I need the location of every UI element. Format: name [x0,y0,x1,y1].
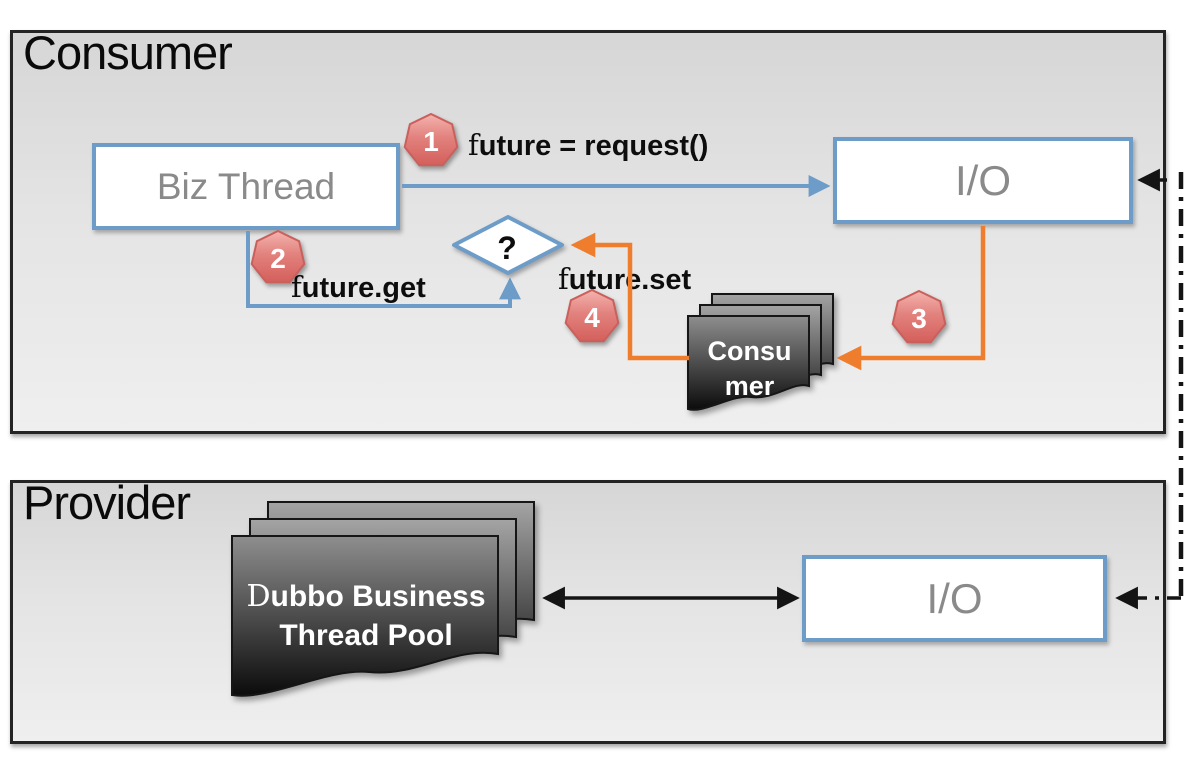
consumer-io-box: I/O [833,137,1133,224]
step2-label: future.get [291,270,426,304]
provider-io-label: I/O [926,574,983,622]
provider-thread-stack [231,501,535,697]
consumer-section-title: Consumer [23,26,233,79]
consumer-thread-stack [687,293,834,411]
stack-layer-front [231,535,499,697]
provider-stack-label: Dubbo Business Thread Pool [232,577,500,655]
provider-section-title: Provider [23,476,191,529]
provider-stack-line2: Thread Pool [279,619,453,652]
provider-io-box: I/O [802,555,1107,642]
consumer-stack-line2: mer [724,371,775,401]
consumer-stack-line1: Consu [707,336,792,366]
provider-stack-line1: Dubbo Business [246,579,486,614]
step1-label: future = request() [468,128,709,162]
biz-thread-label: Biz Thread [156,165,336,207]
consumer-io-label: I/O [954,156,1011,204]
biz-thread-box: Biz Thread [92,143,400,230]
stack-layer-front [687,315,810,411]
consumer-section: Consu mer [10,26,1166,434]
consumer-stack-label: Consu mer [688,334,811,404]
step4-label: future.set [558,262,692,296]
